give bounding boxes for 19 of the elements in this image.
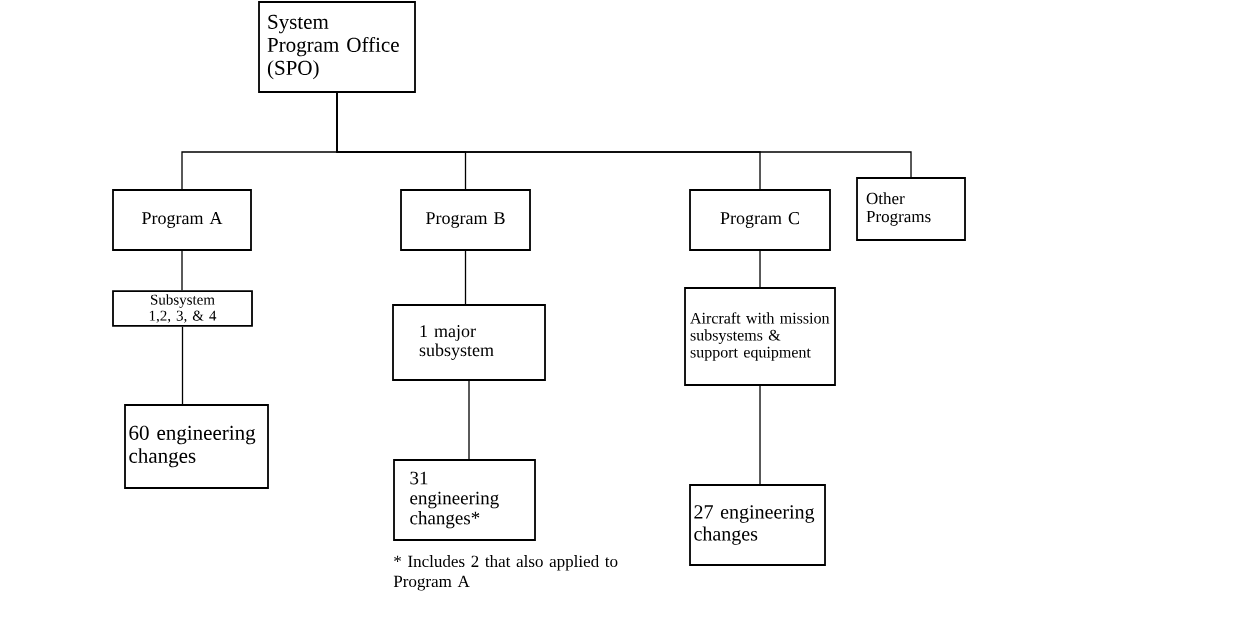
connector-line <box>464 250 467 305</box>
footnote: * Includes 2 that also applied to Program A <box>393 555 618 591</box>
connector-line <box>759 385 761 485</box>
org-box: Program A <box>112 189 252 251</box>
org-box: 1 major subsystem <box>392 304 546 381</box>
org-box: Program B <box>400 189 531 251</box>
org-box: Aircraft with mission subsystems & support equipment <box>684 287 836 386</box>
connector-line <box>759 250 761 288</box>
org-box: Subsystem 1,2, 3, & 4 <box>112 290 253 327</box>
connector-line <box>181 326 184 405</box>
org-box: System Program Office (SPO) <box>258 1 416 93</box>
connector-line <box>468 380 470 460</box>
org-box: 60 engineering changes <box>124 404 269 489</box>
connector-line <box>181 250 183 291</box>
connector-line <box>336 92 912 178</box>
org-box: 31 engineering changes* <box>393 459 536 541</box>
org-box: Other Programs <box>856 177 966 241</box>
org-box: 27 engineering changes <box>689 484 826 566</box>
org-box: Program C <box>689 189 831 251</box>
